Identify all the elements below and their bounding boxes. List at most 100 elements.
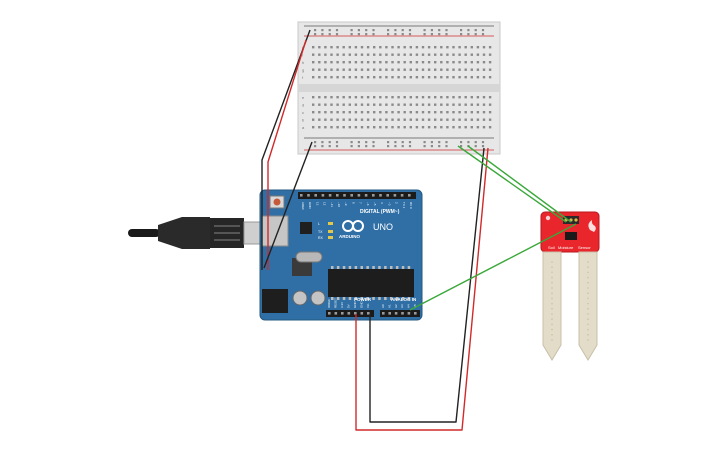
prong-dot bbox=[551, 339, 553, 341]
breadboard-hole bbox=[488, 76, 492, 79]
rail-hole bbox=[328, 29, 331, 32]
breadboard-hole bbox=[342, 53, 345, 56]
breadboard-hole bbox=[434, 96, 437, 99]
breadboard-hole bbox=[446, 46, 449, 49]
breadboard-hole bbox=[354, 111, 358, 114]
breadboard-hole bbox=[464, 111, 467, 114]
rail-hole bbox=[474, 29, 477, 32]
prong-dot bbox=[551, 318, 553, 321]
rail-hole bbox=[350, 141, 353, 144]
breadboard-hole bbox=[415, 46, 419, 49]
rail-hole bbox=[430, 145, 433, 148]
digital-pin-label: ~11 bbox=[330, 202, 334, 207]
chip-leg bbox=[372, 297, 375, 300]
wires bbox=[261, 29, 577, 431]
prong-dot bbox=[587, 307, 589, 310]
rail-hole bbox=[394, 145, 397, 148]
row-letter: e bbox=[302, 95, 305, 100]
breadboard-hole bbox=[318, 118, 321, 121]
chip-leg bbox=[331, 297, 334, 300]
breadboard-hole bbox=[458, 103, 461, 106]
rail-hole bbox=[335, 141, 339, 144]
breadboard-hole bbox=[324, 46, 327, 49]
breadboard-hole bbox=[446, 126, 449, 129]
prong-dot bbox=[587, 339, 589, 341]
breadboard-hole bbox=[458, 118, 461, 121]
breadboard-hole bbox=[421, 96, 425, 99]
chip-leg bbox=[354, 266, 358, 269]
breadboard-hole bbox=[391, 68, 394, 71]
breadboard-hole bbox=[366, 53, 370, 56]
header-pin bbox=[328, 312, 331, 315]
prong-dot bbox=[551, 266, 553, 269]
power-wire-bottom-loop bbox=[355, 147, 489, 431]
prong-dot bbox=[587, 328, 589, 331]
breadboard-hole bbox=[360, 46, 364, 49]
breadboard-hole bbox=[360, 76, 364, 79]
sensor-label-part: Moisture bbox=[558, 245, 574, 250]
chip-leg bbox=[401, 297, 405, 300]
breadboard-hole bbox=[415, 61, 419, 64]
prong-dot bbox=[587, 287, 589, 289]
breadboard-hole bbox=[403, 96, 406, 99]
breadboard-hole bbox=[379, 111, 382, 114]
breadboard-hole bbox=[427, 126, 431, 129]
rail-hole bbox=[350, 145, 353, 148]
breadboard-hole bbox=[464, 46, 467, 49]
power-pin-label: Vin bbox=[366, 303, 370, 308]
rail-hole bbox=[481, 33, 485, 36]
breadboard-hole bbox=[476, 111, 480, 114]
header-pin bbox=[300, 194, 303, 197]
breadboard-hole bbox=[336, 68, 339, 71]
breadboard-hole bbox=[330, 111, 333, 114]
breadboard-hole bbox=[324, 118, 327, 121]
breadboard-hole bbox=[470, 53, 473, 56]
analog-pin-label: A4 bbox=[407, 304, 411, 308]
breadboard-hole bbox=[348, 96, 351, 99]
prong-dot bbox=[551, 292, 553, 295]
rail-hole bbox=[387, 29, 390, 32]
breadboard-hole bbox=[354, 46, 358, 49]
digital-pin-label: ~10 bbox=[337, 202, 341, 207]
breadboard-hole bbox=[440, 111, 443, 114]
header-pin bbox=[347, 312, 351, 315]
breadboard-hole bbox=[336, 53, 339, 56]
rail-hole bbox=[401, 33, 404, 36]
breadboard-hole bbox=[403, 46, 406, 49]
row-letter: a bbox=[302, 125, 305, 130]
breadboard-hole bbox=[379, 96, 382, 99]
row-letter: f bbox=[302, 75, 304, 80]
breadboard-hole bbox=[446, 111, 449, 114]
breadboard-hole bbox=[482, 46, 486, 49]
breadboard-hole bbox=[415, 118, 419, 121]
breadboard-hole bbox=[415, 96, 419, 99]
breadboard-hole bbox=[446, 103, 449, 106]
breadboard-hole bbox=[446, 68, 449, 71]
breadboard-hole bbox=[373, 53, 376, 56]
breadboard-hole bbox=[397, 96, 400, 99]
digital-pin-label: AREF bbox=[301, 202, 305, 210]
breadboard-hole bbox=[379, 118, 382, 121]
breadboard-hole bbox=[330, 126, 333, 129]
rail-hole bbox=[467, 141, 470, 144]
chip-leg bbox=[366, 297, 369, 300]
breadboard-hole bbox=[470, 46, 473, 49]
rail-hole bbox=[394, 29, 397, 32]
breadboard-hole bbox=[470, 61, 473, 64]
breadboard-hole bbox=[440, 96, 443, 99]
breadboard-hole bbox=[318, 68, 321, 71]
breadboard-hole bbox=[318, 76, 321, 79]
breadboard-hole bbox=[330, 53, 333, 56]
chip-leg bbox=[384, 297, 387, 300]
power-pin-label: 5V bbox=[347, 304, 351, 308]
prong-dot bbox=[587, 271, 589, 274]
header-pin bbox=[408, 194, 411, 197]
breadboard-hole bbox=[458, 111, 461, 114]
rail-hole bbox=[335, 29, 339, 32]
chip-leg bbox=[336, 297, 340, 300]
breadboard-hole bbox=[409, 61, 412, 64]
breadboard-hole bbox=[452, 46, 455, 49]
breadboard-hole bbox=[421, 111, 425, 114]
